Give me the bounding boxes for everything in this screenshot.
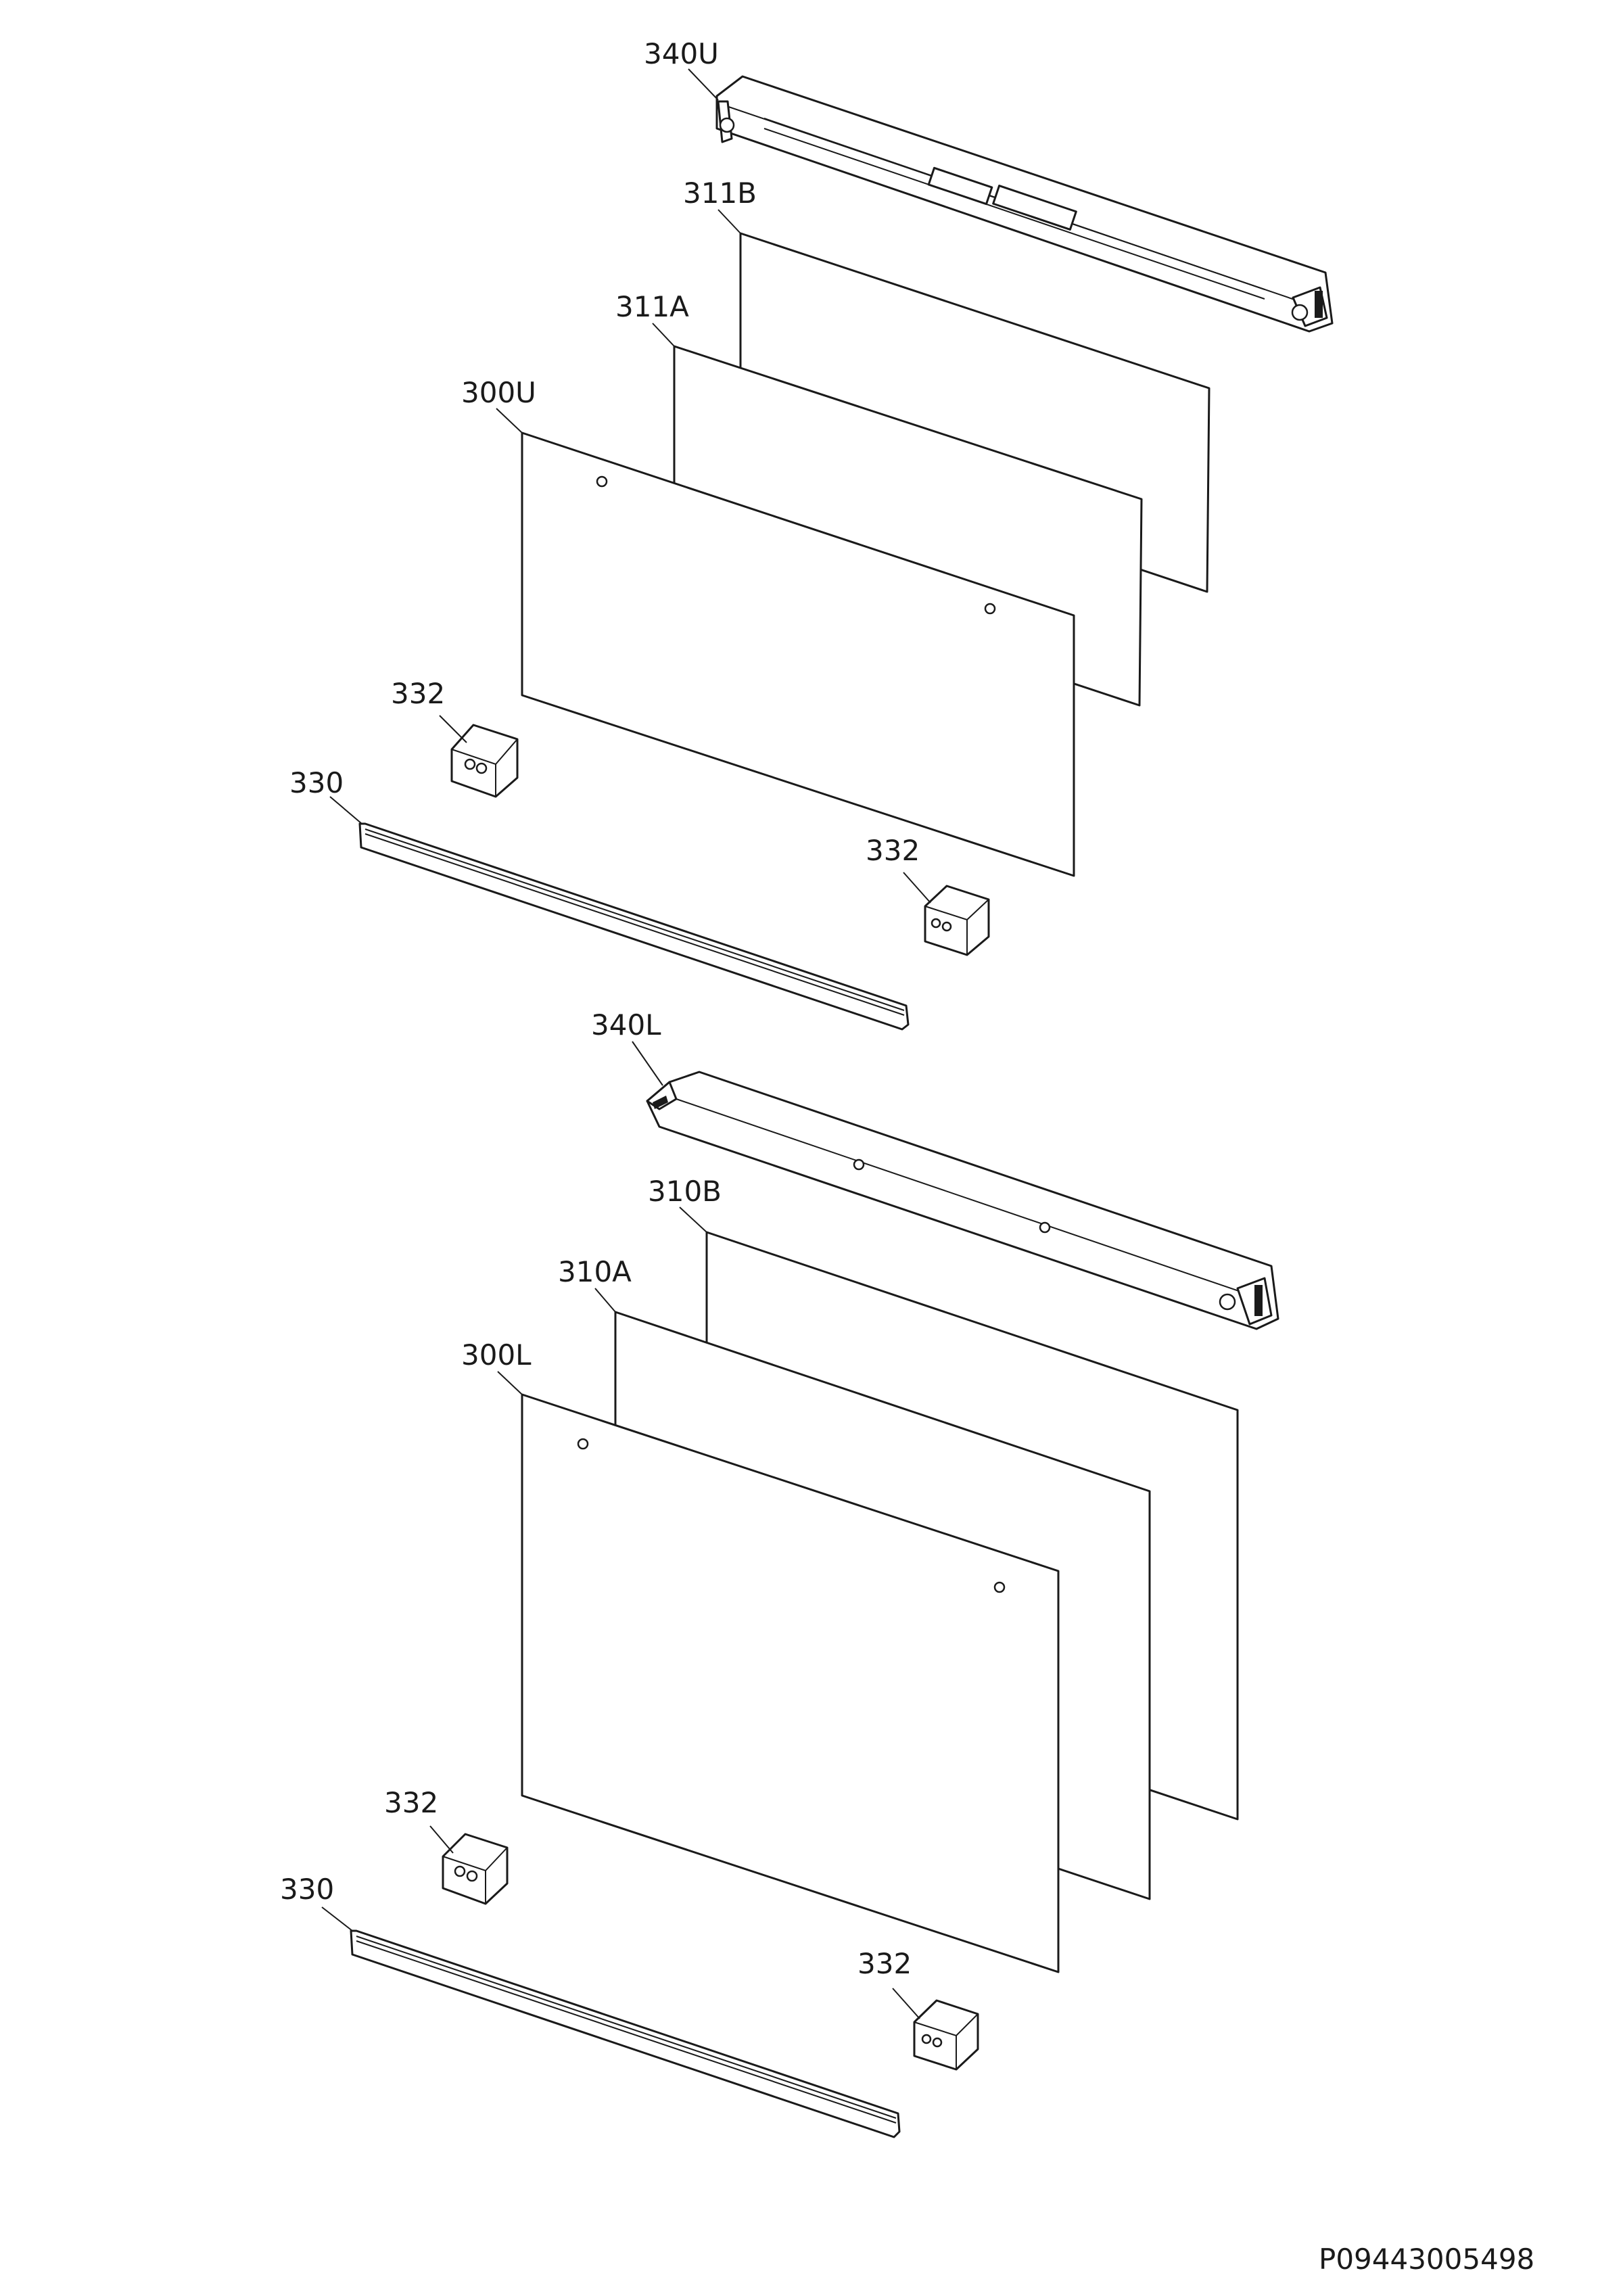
- document-number: P09443005498: [1319, 2243, 1534, 2276]
- frame-340u: [715, 75, 1334, 333]
- label-330-upper: 330: [289, 766, 344, 799]
- label-310b: 310B: [648, 1175, 722, 1208]
- label-330-lower: 330: [280, 1873, 334, 1906]
- block-332-upper-left: [450, 724, 519, 798]
- frame-340l: [646, 1071, 1279, 1330]
- label-332-upper-left: 332: [391, 677, 445, 710]
- label-332-lower-right: 332: [857, 1947, 912, 1980]
- block-332-lower-right: [913, 1999, 979, 2071]
- leader-lines: [321, 68, 931, 2019]
- part-labels: 340U 311B 311A 300U 332 330 332 340L 310…: [280, 37, 920, 1980]
- label-300u: 300U: [461, 376, 536, 409]
- strip-330-upper: [358, 822, 910, 1031]
- label-340u: 340U: [644, 37, 719, 70]
- label-311a: 311A: [615, 290, 689, 323]
- block-332-upper-right: [924, 885, 990, 956]
- label-311b: 311B: [683, 177, 757, 210]
- label-300l: 300L: [461, 1338, 532, 1372]
- strip-330-lower: [350, 1929, 901, 2138]
- label-332-upper-right: 332: [866, 834, 920, 867]
- outer-glass-300l: [521, 1393, 1060, 1973]
- label-310a: 310A: [558, 1255, 632, 1288]
- label-340l: 340L: [591, 1008, 661, 1041]
- block-332-lower-left: [442, 1833, 509, 1905]
- label-332-lower-left: 332: [384, 1786, 438, 1819]
- outer-glass-300u: [521, 431, 1075, 877]
